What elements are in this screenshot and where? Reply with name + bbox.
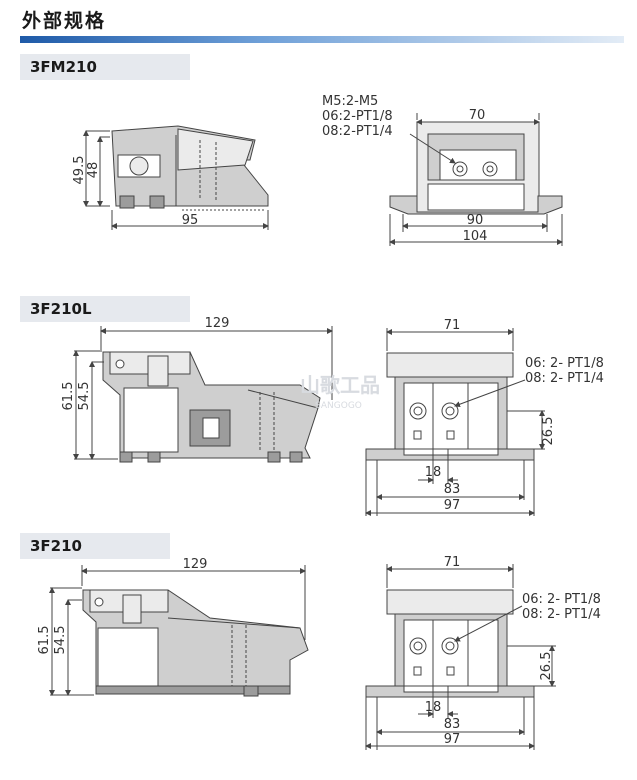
3fm210-front-view (389, 121, 563, 215)
dim-3fm210-width-mid: 90 (467, 213, 484, 228)
dim-3fm210-width-base: 104 (463, 229, 488, 244)
dim-3f210l-width-top: 71 (444, 318, 461, 333)
dim-3f210l-height-total: 61.5 (61, 382, 76, 411)
dim-3fm210-width-top: 70 (469, 108, 486, 123)
3f210l-front-view (365, 352, 535, 461)
dim-3f210-length: 129 (183, 557, 208, 572)
dim-3f210-width-base: 97 (444, 732, 461, 747)
3f210l-note-06: 06: 2- PT1/8 (525, 356, 604, 371)
3fm210-side-dims (83, 130, 269, 230)
dim-3fm210-height-body: 48 (86, 162, 101, 179)
3f210l-side-dims (73, 326, 333, 460)
model-tag-3fm210: 3FM210 (20, 54, 190, 80)
dim-3f210-width-top: 71 (444, 555, 461, 570)
3f210l-note-08: 08: 2- PT1/4 (525, 371, 604, 386)
dim-3f210-height-body: 54.5 (53, 626, 68, 655)
3f210l-front-dims (365, 328, 545, 516)
title-rule (20, 36, 624, 43)
3f210l-side-view (102, 351, 321, 463)
3fm210-note-06: 06:2-PT1/8 (322, 109, 393, 124)
dim-3fm210-length: 95 (182, 213, 199, 228)
3f210-front-dims (365, 564, 556, 750)
3f210-note-06: 06: 2- PT1/8 (522, 592, 601, 607)
dim-3f210-width-port: 18 (425, 700, 442, 715)
3f210-front-view (365, 589, 535, 698)
3f210-side-view (82, 589, 309, 697)
model-tag-3f210l: 3F210L (20, 296, 190, 322)
dim-3f210l-width-base: 97 (444, 498, 461, 513)
dim-3f210-height-total: 61.5 (37, 626, 52, 655)
3fm210-note-08: 08:2-PT1/4 (322, 124, 393, 139)
dim-3f210l-width-mid: 83 (444, 482, 461, 497)
page-title: 外部规格 (22, 10, 107, 32)
3fm210-note-m5: M5:2-M5 (322, 94, 378, 109)
3fm210-front-dims (389, 113, 563, 246)
3f210-note-08: 08: 2- PT1/4 (522, 607, 601, 622)
dim-3f210-width-mid: 83 (444, 717, 461, 732)
3f210-side-dims (49, 565, 306, 696)
dim-3fm210-height-total: 49.5 (72, 156, 87, 185)
dim-3f210l-width-port: 18 (425, 465, 442, 480)
dim-3f210l-height-body: 54.5 (77, 382, 92, 411)
3fm210-side-view (111, 125, 269, 211)
dim-3f210l-height-port: 26.5 (541, 417, 556, 446)
dim-3f210l-length: 129 (205, 316, 230, 331)
dim-3f210-height-port: 26.5 (539, 652, 554, 681)
watermark-text: 山歌工品 (300, 373, 380, 397)
model-tag-3f210: 3F210 (20, 533, 170, 559)
watermark-sub: SANGOGO (315, 401, 362, 411)
